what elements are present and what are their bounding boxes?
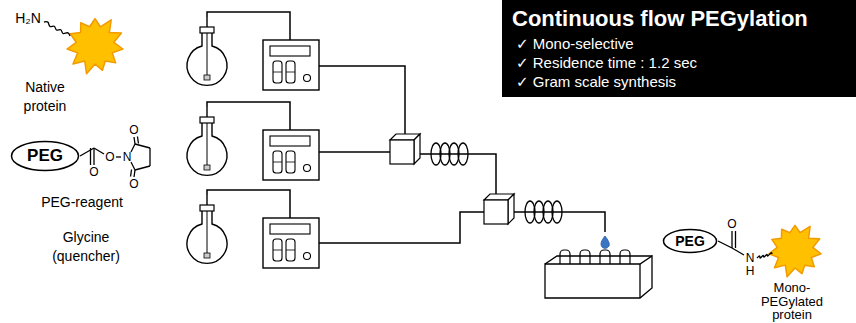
panel-title: Continuous flow PEGylation [512, 4, 848, 34]
atom-label: N [121, 150, 133, 164]
tubing [319, 66, 405, 137]
bond [134, 137, 135, 144]
mixer-block [390, 134, 420, 164]
bond [735, 231, 736, 248]
protein-starburst [769, 225, 821, 277]
component-label: PEG-reagent [22, 194, 142, 211]
round-bottom-flask [187, 107, 227, 175]
tubing [319, 212, 484, 243]
atom-label: H [744, 264, 756, 278]
bond [93, 148, 94, 165]
peg-ellipse: PEG [662, 228, 718, 254]
bond [131, 170, 132, 177]
bond [149, 148, 150, 166]
bond [116, 156, 121, 157]
bond [135, 166, 150, 170]
bond [131, 144, 135, 152]
tubing [207, 12, 290, 40]
reactor-coil [525, 201, 562, 223]
atom-label: O [128, 177, 140, 191]
product-label: Mono-PEGylated protein [748, 281, 836, 322]
bond [135, 144, 150, 148]
bond [732, 248, 744, 255]
fraction-collector [545, 250, 652, 298]
tubing [319, 151, 390, 153]
bond [718, 241, 732, 248]
node-text: PEG [675, 233, 705, 249]
reactor-coil [431, 143, 468, 165]
bond [731, 231, 732, 248]
mixer-block [484, 194, 514, 224]
tubing [207, 190, 290, 218]
bond [137, 137, 138, 144]
linker [757, 253, 772, 258]
syringe-pump [263, 130, 319, 180]
bond [134, 170, 135, 177]
round-bottom-flask [187, 195, 227, 263]
atom-label: N [744, 251, 756, 265]
node-text: PEG [27, 146, 63, 166]
checklist-item: ✓ Mono-selective [512, 34, 848, 53]
round-bottom-flask [187, 17, 227, 85]
title-panel: Continuous flow PEGylation✓ Mono-selecti… [502, 0, 856, 97]
syringe-pump [263, 218, 319, 268]
checklist-item: ✓ Gram scale synthesis [512, 72, 848, 91]
syringe-pump [263, 40, 319, 90]
atom-label: O [88, 165, 100, 179]
bond [131, 162, 135, 170]
tubing [207, 102, 290, 130]
atom-label: O [128, 123, 140, 137]
atom-label: O [726, 217, 738, 231]
bond [94, 148, 104, 154]
atom-label: O [104, 150, 116, 164]
bond [80, 148, 94, 156]
peg-ellipse: PEG [10, 140, 80, 172]
droplet [601, 236, 609, 248]
protein-starburst [67, 19, 123, 74]
checklist-item: ✓ Residence time : 1.2 sec [512, 53, 848, 72]
amine-label: H₂N [11, 10, 45, 27]
component-label: Native protein [12, 78, 78, 116]
linker [44, 22, 70, 36]
bond [90, 148, 91, 165]
component-label: Glycine (quencher) [40, 228, 132, 266]
